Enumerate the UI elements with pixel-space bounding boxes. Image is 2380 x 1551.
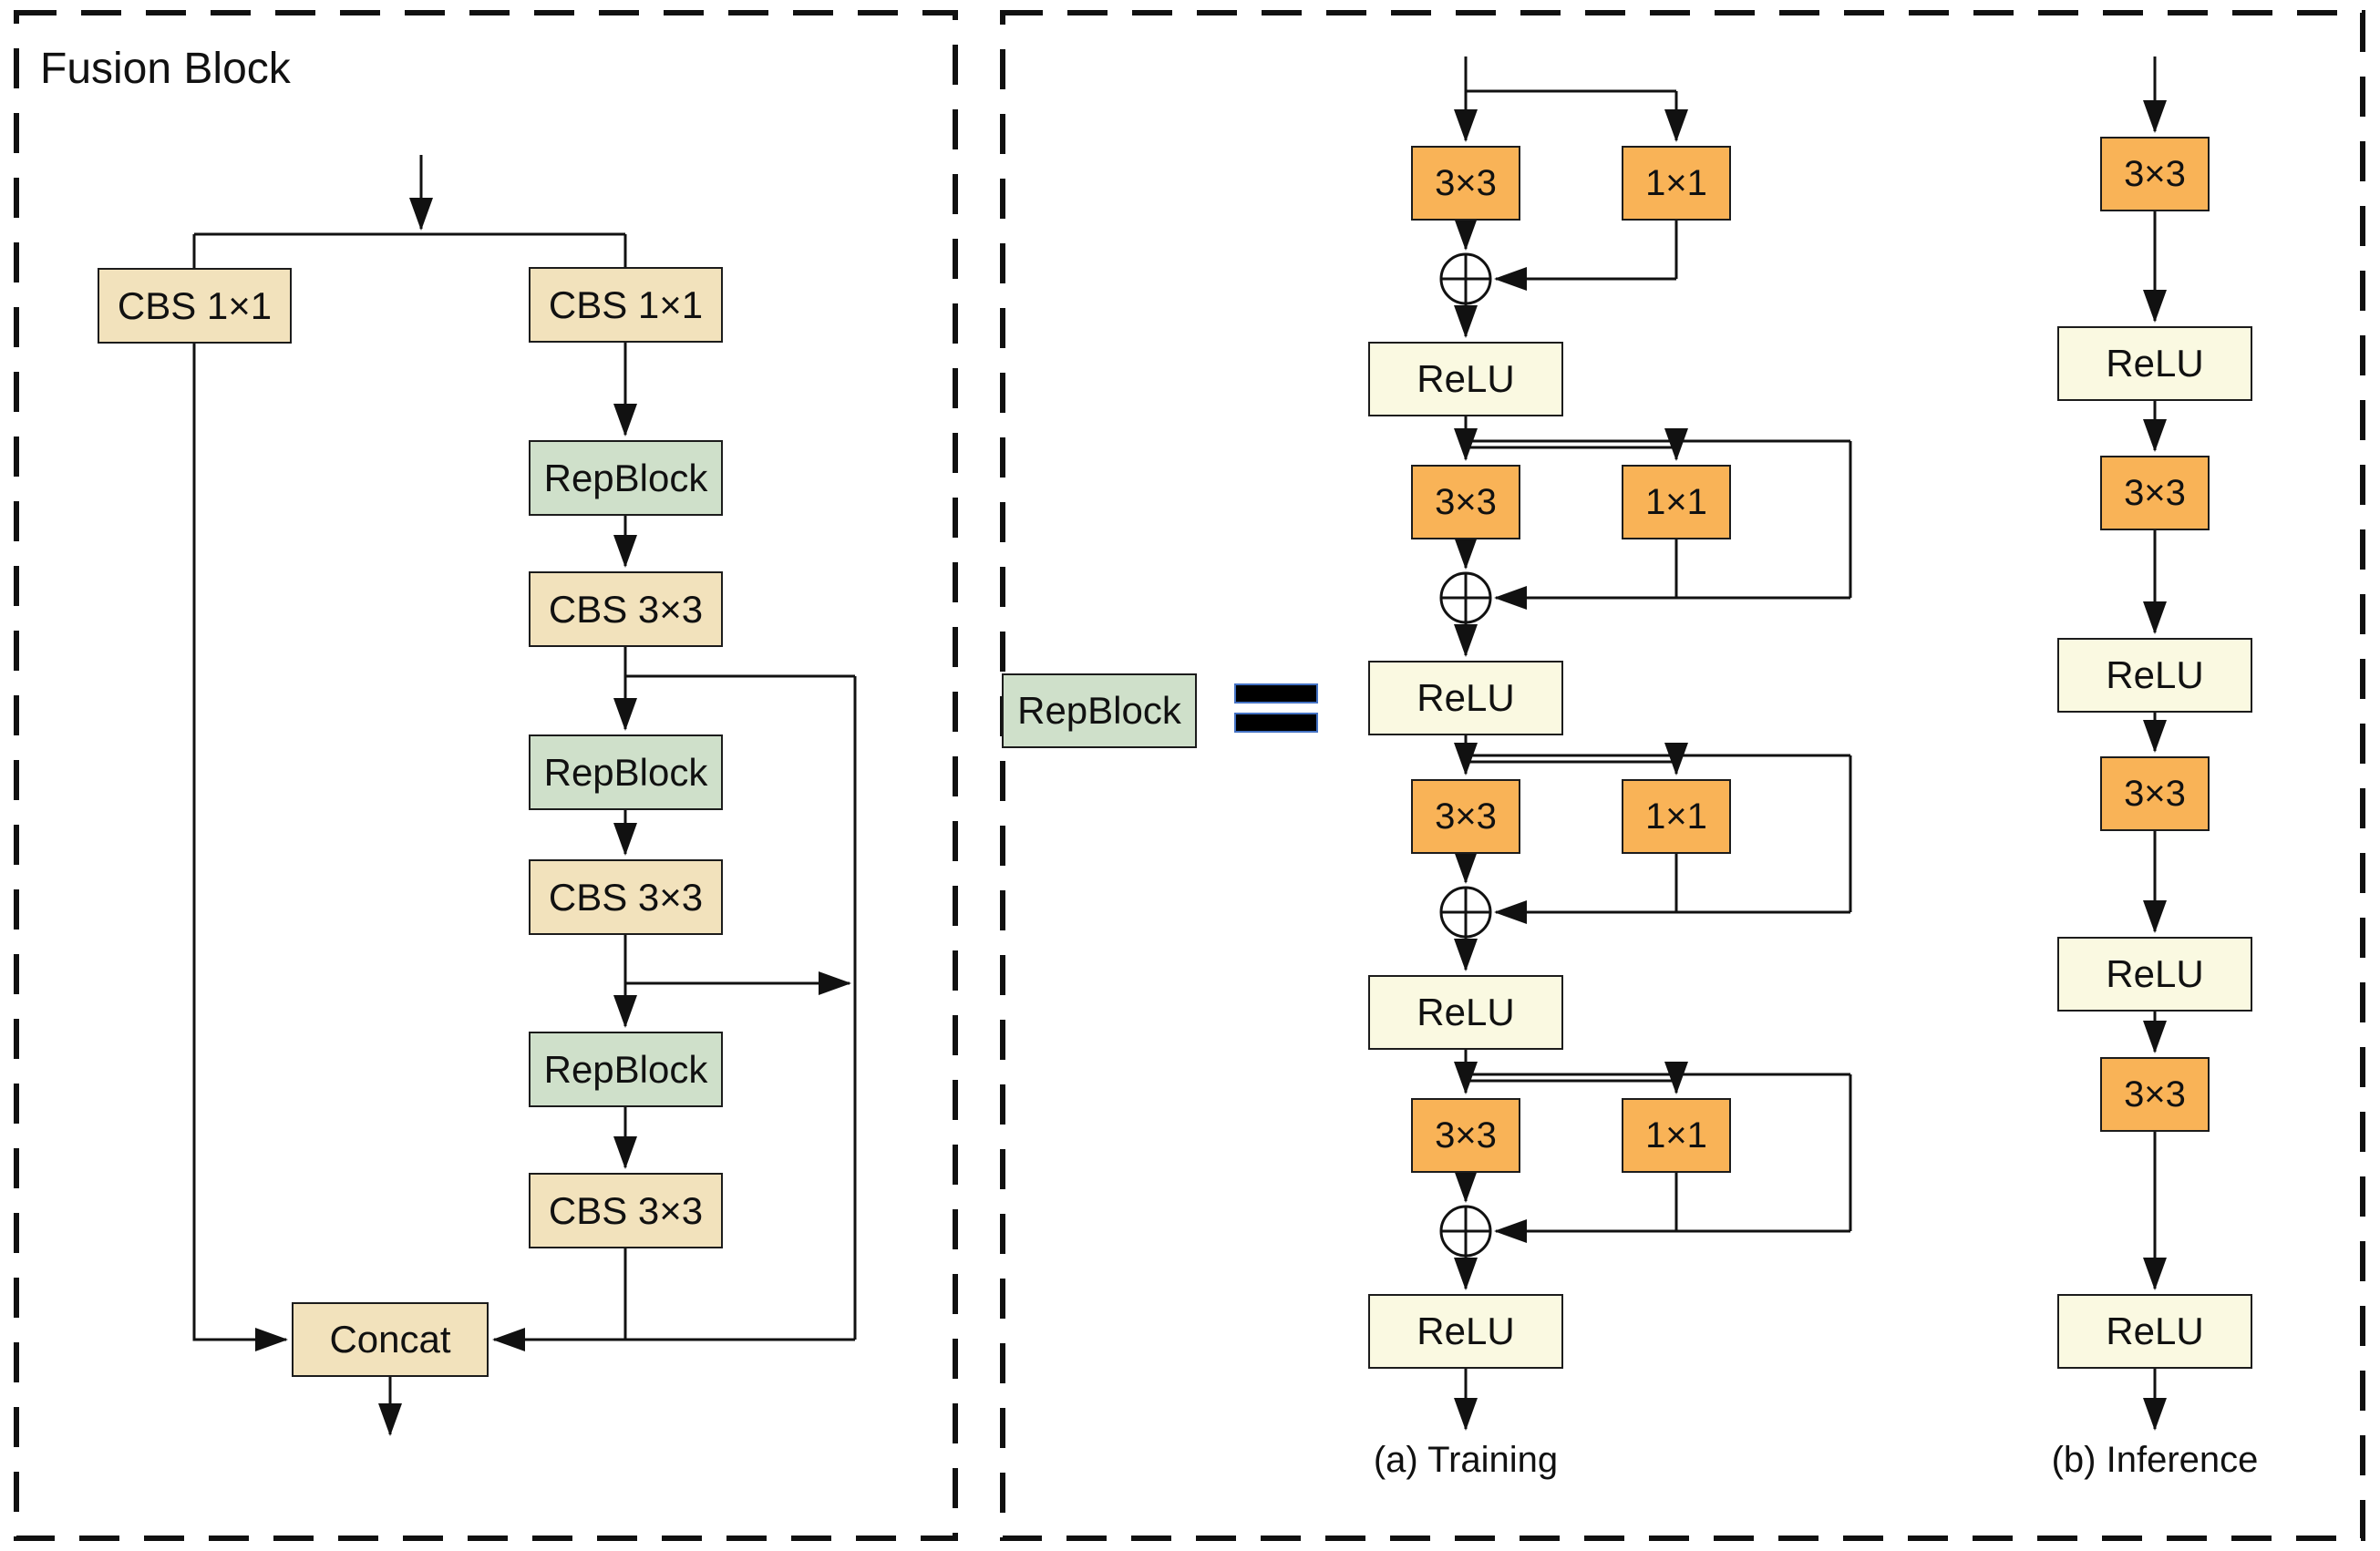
train-conv1x1-2: 1×1	[1622, 465, 1731, 539]
add-icon-3	[1439, 886, 1492, 939]
equals-bar-top	[1234, 683, 1318, 704]
repblock-box-1: RepBlock	[529, 440, 723, 516]
train-relu-2: ReLU	[1368, 661, 1563, 735]
infer-relu-1: ReLU	[2057, 326, 2252, 401]
train-conv1x1-4: 1×1	[1622, 1098, 1731, 1173]
repblock-box-3: RepBlock	[529, 1032, 723, 1107]
inference-caption: (b) Inference	[2051, 1440, 2259, 1480]
train-conv3x3-4: 3×3	[1411, 1098, 1520, 1173]
cbs-3x3-box-1: CBS 3×3	[529, 571, 723, 647]
infer-relu-4: ReLU	[2057, 1294, 2252, 1369]
infer-conv3x3-3: 3×3	[2100, 756, 2210, 831]
train-relu-3: ReLU	[1368, 975, 1563, 1050]
cbs-1x1-right-box: CBS 1×1	[529, 267, 723, 343]
repblock-legend-box: RepBlock	[1002, 673, 1197, 748]
fusion-panel-border	[14, 10, 958, 1541]
equals-icon	[1234, 683, 1322, 738]
training-wires	[1454, 56, 1852, 1431]
fusion-wires	[192, 155, 857, 1436]
infer-conv3x3-2: 3×3	[2100, 456, 2210, 530]
training-caption: (a) Training	[1373, 1440, 1559, 1480]
infer-relu-2: ReLU	[2057, 638, 2252, 713]
repblock-panel-border	[1000, 10, 2365, 1541]
train-conv3x3-1: 3×3	[1411, 146, 1520, 221]
train-conv1x1-3: 1×1	[1622, 779, 1731, 854]
train-relu-4: ReLU	[1368, 1294, 1563, 1369]
train-conv3x3-3: 3×3	[1411, 779, 1520, 854]
infer-conv3x3-4: 3×3	[2100, 1057, 2210, 1132]
cbs-3x3-box-2: CBS 3×3	[529, 859, 723, 935]
fusion-block-title: Fusion Block	[40, 45, 291, 93]
equals-bar-bottom	[1234, 713, 1318, 733]
repblock-box-2: RepBlock	[529, 734, 723, 810]
train-conv3x3-2: 3×3	[1411, 465, 1520, 539]
train-relu-1: ReLU	[1368, 342, 1563, 416]
infer-relu-3: ReLU	[2057, 937, 2252, 1012]
add-icon-4	[1439, 1205, 1492, 1258]
infer-conv3x3-1: 3×3	[2100, 137, 2210, 211]
add-icon-1	[1439, 252, 1492, 305]
train-conv1x1-1: 1×1	[1622, 146, 1731, 221]
concat-box: Concat	[292, 1302, 489, 1377]
cbs-1x1-left-box: CBS 1×1	[98, 268, 292, 344]
cbs-3x3-box-3: CBS 3×3	[529, 1173, 723, 1248]
add-icon-2	[1439, 571, 1492, 624]
